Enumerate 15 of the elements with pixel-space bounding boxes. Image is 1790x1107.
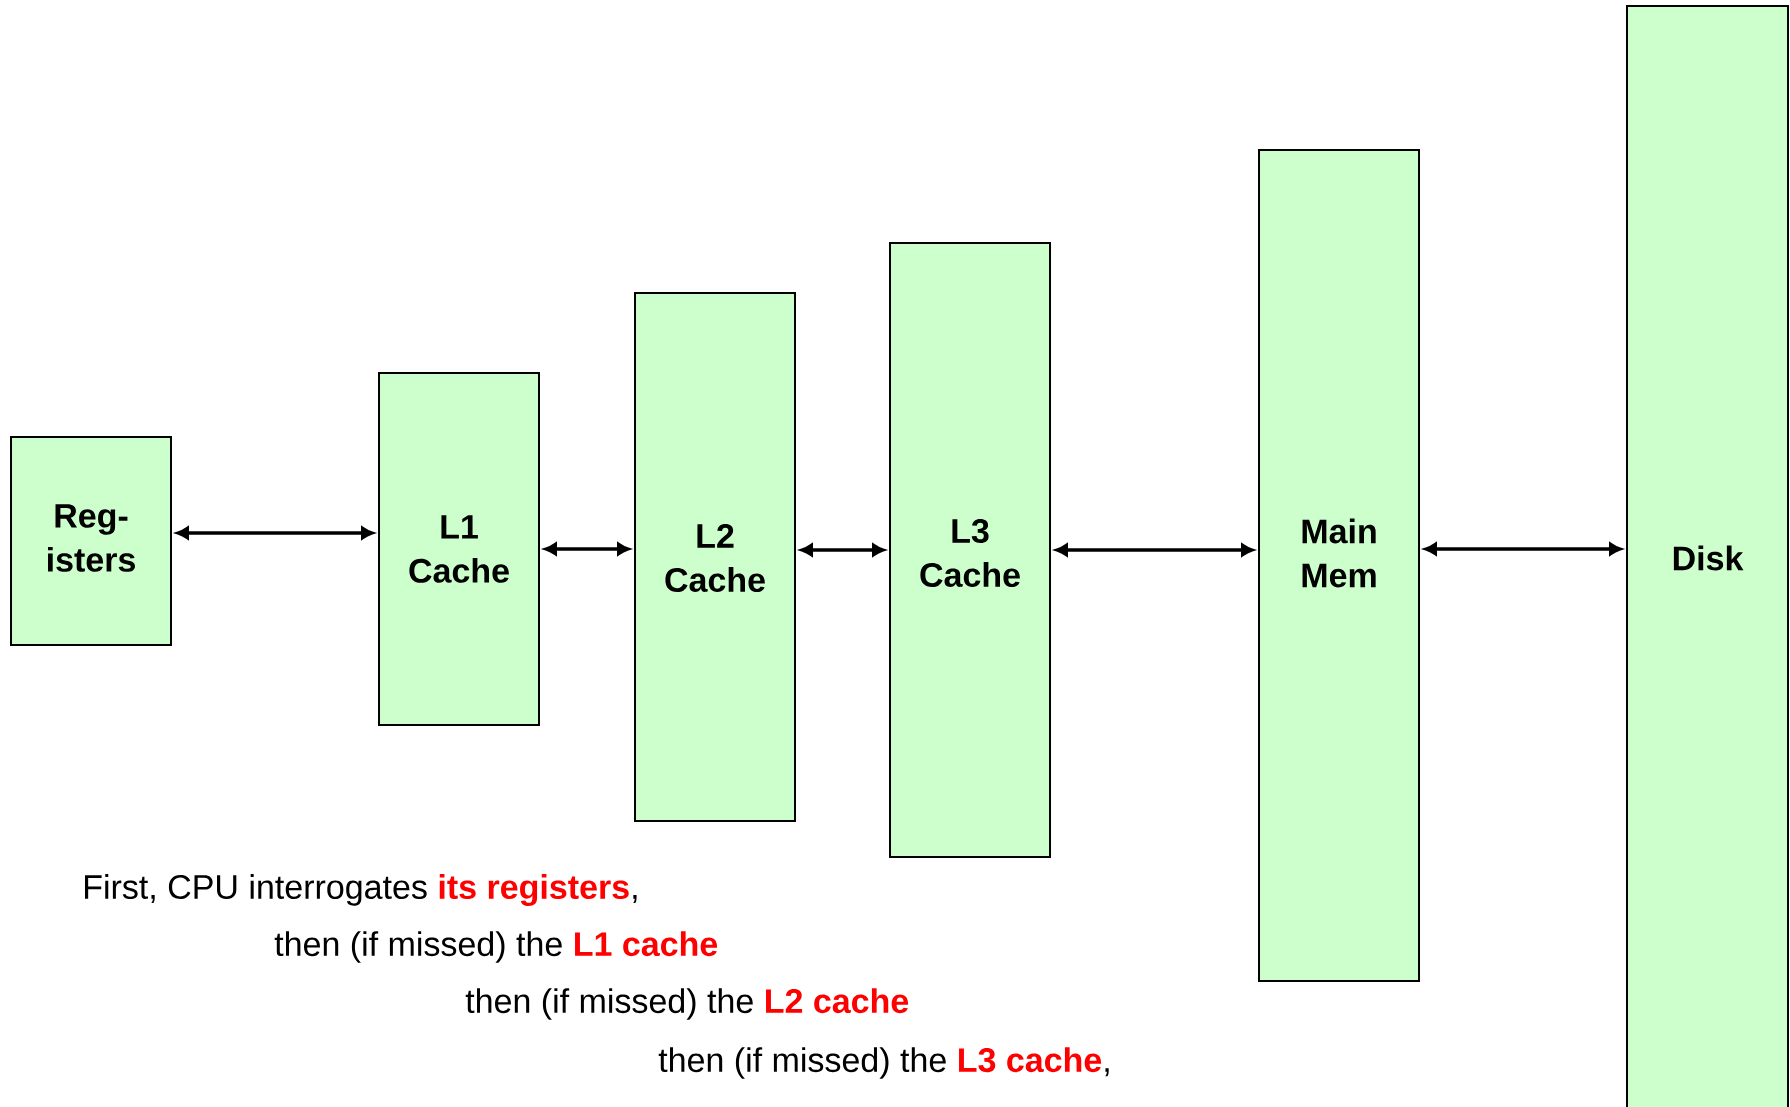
arrow — [800, 543, 885, 557]
memory-box: L3 Cache — [889, 242, 1051, 858]
memory-box: Main Mem — [1258, 149, 1420, 982]
note-text: then (if missed) the L1 cache — [274, 931, 718, 963]
memory-box: L1 Cache — [378, 372, 540, 726]
note-text: then (if missed) the L2 cache — [465, 988, 909, 1020]
arrow — [176, 526, 374, 540]
memory-box: L2 Cache — [634, 292, 796, 822]
note-text: then (if missed) the L3 cache, — [658, 1047, 1109, 1079]
arrow — [544, 542, 630, 556]
memory-box: Disk — [1626, 5, 1789, 1107]
note-text: First, CPU interrogates its registers, — [85, 874, 637, 906]
memory-box: Reg- isters — [10, 436, 172, 646]
arrow — [1055, 543, 1254, 557]
arrow — [1424, 542, 1622, 556]
